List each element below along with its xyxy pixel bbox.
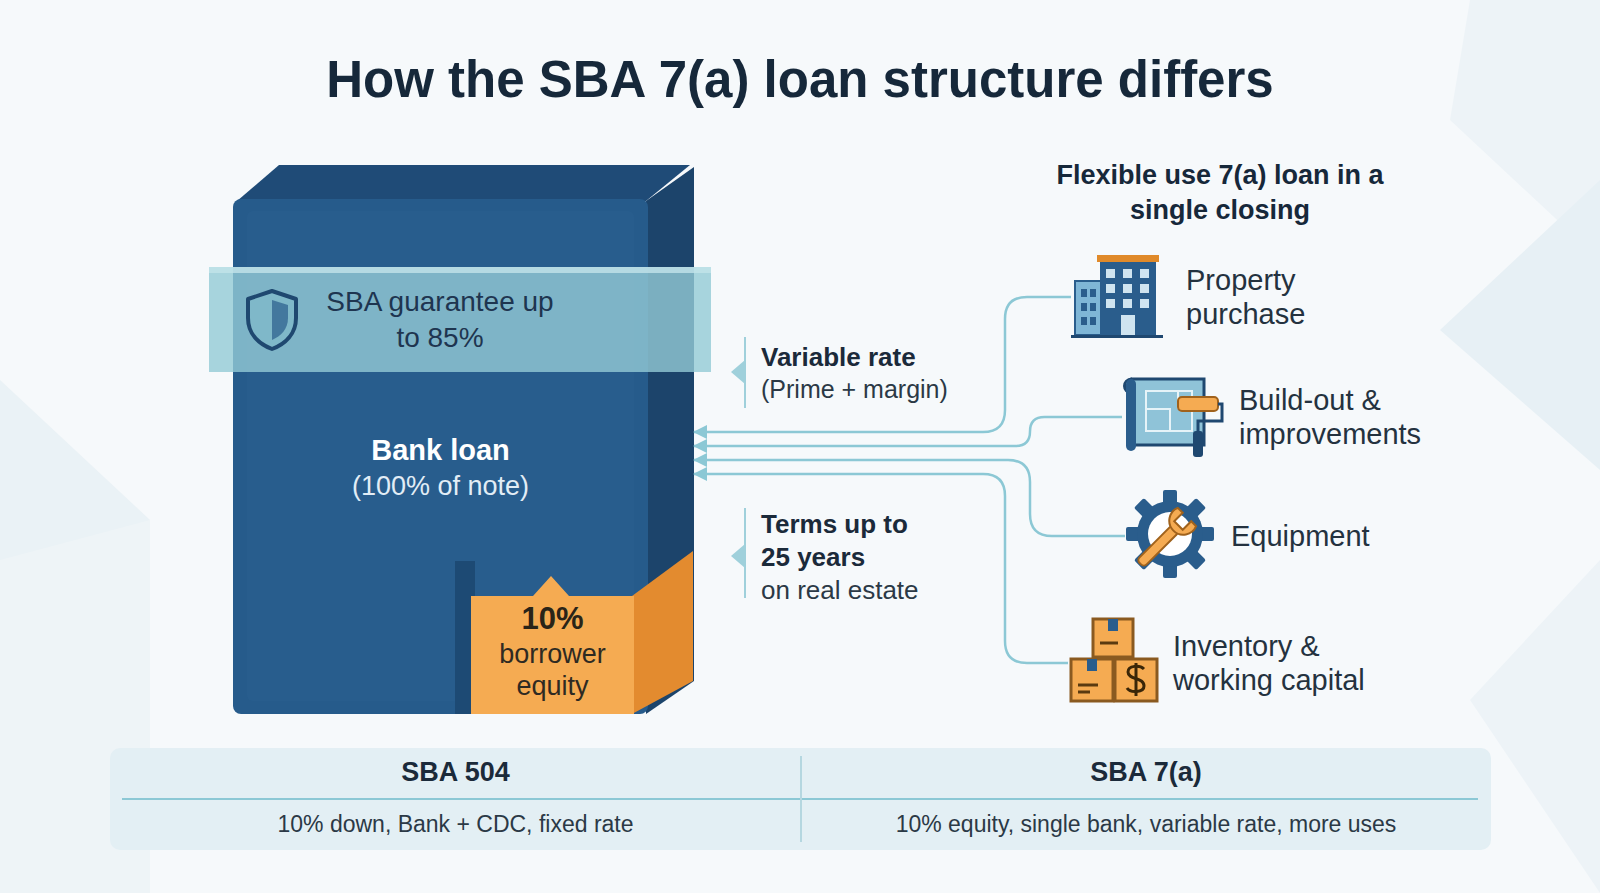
equity-label: borrower equity [471, 638, 634, 702]
boxes-icon [1068, 615, 1162, 707]
block-heading: Bank loan [233, 432, 648, 468]
table-header: SBA 7(a) [801, 756, 1491, 788]
connector-arrow [694, 474, 1068, 663]
shield-icon [244, 288, 300, 352]
blueprint-icon [1122, 369, 1226, 469]
callout-heading: Terms up to 25 years [761, 508, 931, 574]
callout-note: (Prime + margin) [761, 373, 1021, 405]
equity-percent: 10% [471, 600, 634, 638]
band-text: SBA guarantee up to 85% [305, 267, 575, 372]
block-top [237, 165, 690, 201]
building-icon [1071, 253, 1163, 339]
use-label: Build-out & improvements [1239, 383, 1442, 451]
block-text: Bank loan(100% of note) [233, 432, 648, 504]
band-highlight [209, 267, 711, 273]
callout-heading: Variable rate [761, 341, 1021, 373]
table-divider [800, 756, 802, 842]
connector-arrow [694, 297, 1071, 432]
equity-front [471, 576, 634, 714]
table-cell: 10% down, Bank + CDC, fixed rate [110, 810, 801, 838]
section-heading: Flexible use 7(a) loan in a single closi… [1040, 158, 1400, 228]
bank-loan-block: Bank loan(100% of note) SBA guarantee up … [233, 161, 694, 714]
callout-note: on real estate [761, 574, 981, 607]
table-cell: 10% equity, single bank, variable rate, … [801, 810, 1491, 838]
table-header: SBA 504 [110, 756, 801, 788]
callout-pointer [731, 544, 745, 568]
callout-pointer [731, 360, 745, 384]
use-label: Equipment [1231, 519, 1405, 553]
connector-arrow [694, 460, 1125, 536]
diagram-title: How the SBA 7(a) loan structure differs [0, 51, 1600, 109]
band-fill [209, 267, 711, 372]
background-shape [1440, 180, 1600, 470]
table-background [110, 748, 1491, 850]
equity-side [632, 551, 693, 714]
equity-box: 10%borrower equity [471, 576, 634, 714]
use-label: Inventory & working capital [1173, 629, 1408, 697]
band-label: SBA guarantee up to 85% [325, 284, 555, 356]
block-body: (100% of note) [233, 468, 648, 504]
gear-icon [1125, 489, 1219, 583]
connector-arrow [694, 417, 1122, 446]
use-label: Property purchase [1186, 263, 1401, 331]
equity-text: 10%borrower equity [471, 600, 634, 702]
